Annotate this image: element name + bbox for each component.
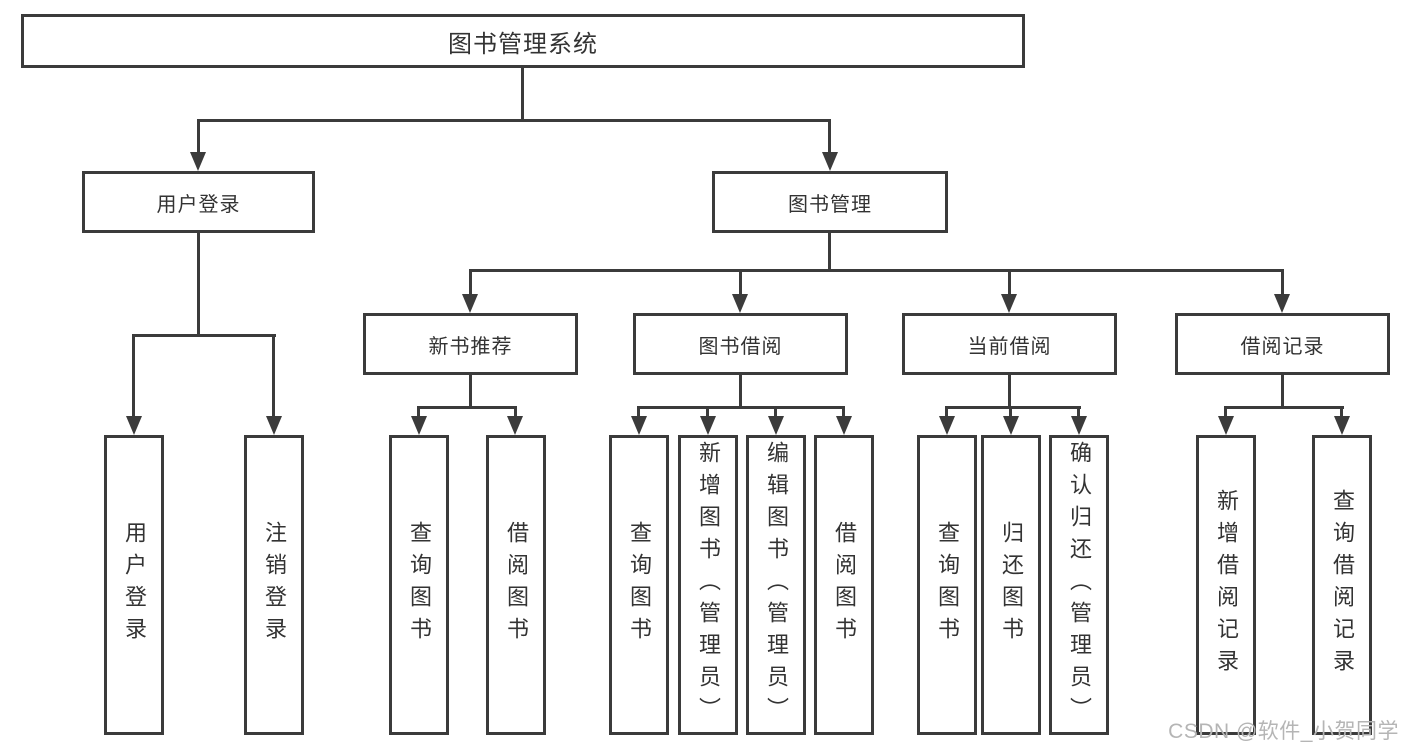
connector-new-book-stem — [469, 375, 472, 408]
node-book-borrowing-label: 图书借阅 — [698, 335, 783, 358]
arrowhead-down-icon — [1274, 294, 1290, 313]
connector-stub — [1281, 269, 1284, 297]
node-leaf-query-books-1: 查询图书 — [389, 435, 449, 735]
connector-borrow-records-rail — [1224, 406, 1344, 409]
arrowhead-down-icon — [1218, 416, 1234, 435]
connector-stub — [469, 269, 472, 297]
connector-new-book-rail — [417, 406, 517, 409]
node-leaf-borrow-books-2-label: 借阅图书 — [832, 521, 857, 649]
connector-stub-user-login — [197, 119, 200, 154]
node-leaf-query-books-2: 查询图书 — [609, 435, 669, 735]
connector-level2-rail — [469, 269, 1283, 272]
node-book-management-label: 图书管理 — [788, 193, 872, 216]
arrowhead-down-icon — [266, 416, 282, 435]
node-leaf-query-borrow-record-label: 查询借阅记录 — [1330, 489, 1355, 681]
connector-stub — [637, 406, 640, 418]
connector-stub — [739, 269, 742, 297]
arrowhead-down-icon — [507, 416, 523, 435]
node-leaf-add-books-admin-label: 新增图书（管理员） — [696, 441, 721, 729]
connector-book-management-stem — [828, 233, 831, 272]
node-leaf-query-books-3-label: 查询图书 — [935, 521, 960, 649]
arrowhead-down-icon — [462, 294, 478, 313]
node-borrowing-records-label: 借阅记录 — [1240, 335, 1325, 358]
node-user-login-label: 用户登录 — [156, 193, 241, 216]
arrowhead-down-icon — [939, 416, 955, 435]
node-leaf-add-borrow-record-label: 新增借阅记录 — [1214, 489, 1239, 681]
node-library-management-system: 图书管理系统 — [21, 14, 1025, 68]
node-leaf-query-borrow-record: 查询借阅记录 — [1312, 435, 1372, 735]
connector-borrow-records-stem — [1281, 375, 1284, 408]
node-current-borrowing-label: 当前借阅 — [967, 335, 1052, 358]
connector-stub — [514, 406, 517, 418]
connector-stub — [417, 406, 420, 418]
arrowhead-down-icon — [700, 416, 716, 435]
node-leaf-query-books-1-label: 查询图书 — [407, 521, 432, 649]
arrowhead-down-icon — [190, 152, 206, 171]
node-leaf-logout-label: 注销登录 — [262, 521, 287, 649]
node-borrowing-records: 借阅记录 — [1175, 313, 1390, 375]
node-new-book-recommendation-label: 新书推荐 — [428, 335, 513, 358]
node-leaf-add-borrow-record: 新增借阅记录 — [1196, 435, 1256, 735]
node-leaf-logout: 注销登录 — [244, 435, 304, 735]
node-leaf-confirm-return-admin-label: 确认归还（管理员） — [1067, 441, 1092, 729]
arrowhead-down-icon — [732, 294, 748, 313]
node-library-management-system-label: 图书管理系统 — [448, 30, 598, 58]
arrowhead-down-icon — [1001, 294, 1017, 313]
arrowhead-down-icon — [836, 416, 852, 435]
connector-root-stem — [521, 68, 524, 120]
node-leaf-user-login: 用户登录 — [104, 435, 164, 735]
node-current-borrowing: 当前借阅 — [902, 313, 1117, 375]
connector-current-borrow-rail — [945, 406, 1081, 409]
arrowhead-down-icon — [1003, 416, 1019, 435]
node-leaf-borrow-books-1-label: 借阅图书 — [504, 521, 529, 649]
connector-stub — [1008, 269, 1011, 297]
connector-stub — [1009, 406, 1012, 418]
connector-stub — [842, 406, 845, 418]
csdn-watermark: CSDN @软件_小贺同学 — [1168, 720, 1399, 743]
node-book-borrowing: 图书借阅 — [633, 313, 848, 375]
arrowhead-down-icon — [822, 152, 838, 171]
connector-stub — [1077, 406, 1080, 418]
node-leaf-edit-books-admin: 编辑图书（管理员） — [746, 435, 806, 735]
connector-stub — [1224, 406, 1227, 418]
node-leaf-edit-books-admin-label: 编辑图书（管理员） — [764, 441, 789, 729]
connector-stub-book-management — [828, 119, 831, 154]
node-leaf-return-books-label: 归还图书 — [999, 521, 1024, 649]
connector-user-login-stem — [197, 233, 200, 336]
node-new-book-recommendation: 新书推荐 — [363, 313, 578, 375]
node-leaf-user-login-label: 用户登录 — [122, 521, 147, 649]
node-leaf-confirm-return-admin: 确认归还（管理员） — [1049, 435, 1109, 735]
node-leaf-add-books-admin: 新增图书（管理员） — [678, 435, 738, 735]
node-leaf-query-books-3: 查询图书 — [917, 435, 977, 735]
arrowhead-down-icon — [411, 416, 427, 435]
connector-level1-rail — [197, 119, 831, 122]
arrowhead-down-icon — [1334, 416, 1350, 435]
node-leaf-query-books-2-label: 查询图书 — [627, 521, 652, 649]
arrowhead-down-icon — [1071, 416, 1087, 435]
connector-current-borrow-stem — [1008, 375, 1011, 408]
connector-user-login-rail — [132, 334, 276, 337]
connector-stub — [132, 334, 135, 418]
connector-book-borrow-stem — [739, 375, 742, 408]
connector-stub — [272, 334, 275, 418]
connector-book-borrow-rail — [637, 406, 845, 409]
arrowhead-down-icon — [768, 416, 784, 435]
arrowhead-down-icon — [126, 416, 142, 435]
connector-stub — [1340, 406, 1343, 418]
node-user-login: 用户登录 — [82, 171, 315, 233]
node-leaf-borrow-books-1: 借阅图书 — [486, 435, 546, 735]
node-leaf-return-books: 归还图书 — [981, 435, 1041, 735]
connector-stub — [945, 406, 948, 418]
connector-stub — [706, 406, 709, 418]
connector-stub — [774, 406, 777, 418]
arrowhead-down-icon — [631, 416, 647, 435]
node-book-management: 图书管理 — [712, 171, 948, 233]
node-leaf-borrow-books-2: 借阅图书 — [814, 435, 874, 735]
